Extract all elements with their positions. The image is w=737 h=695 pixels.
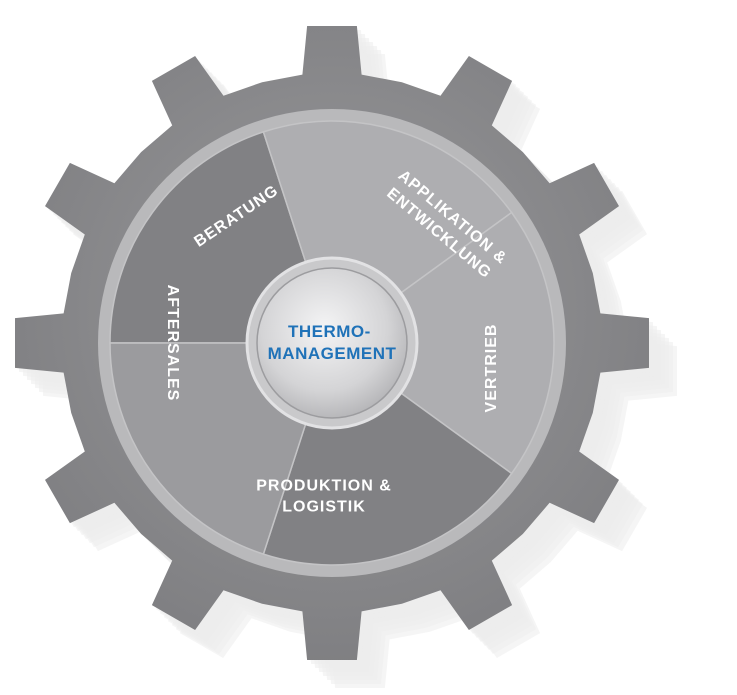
segment-label-vertrieb: VERTRIEB bbox=[483, 324, 500, 413]
segment-label-line: PRODUKTION & bbox=[256, 477, 392, 494]
center-hub bbox=[256, 267, 408, 419]
center-label-line-2: MANAGEMENT bbox=[268, 344, 397, 363]
segment-label-text: VERTRIEB bbox=[483, 324, 500, 413]
segment-label-text: AFTERSALES bbox=[164, 285, 181, 402]
segment-label-text: PRODUKTION & LOGISTIK bbox=[256, 477, 392, 515]
center-label-line-1: THERMO- bbox=[288, 322, 371, 341]
segment-label-line: VERTRIEB bbox=[483, 324, 500, 413]
segment-label-line: AFTERSALES bbox=[164, 285, 181, 402]
center-label: THERMO- MANAGEMENT bbox=[268, 322, 397, 363]
segment-label-aftersales: AFTERSALES bbox=[164, 285, 181, 402]
segment-group bbox=[109, 120, 555, 566]
segment-label-produktion: PRODUKTION & LOGISTIK bbox=[256, 477, 392, 515]
segment-label-line: LOGISTIK bbox=[282, 498, 366, 515]
